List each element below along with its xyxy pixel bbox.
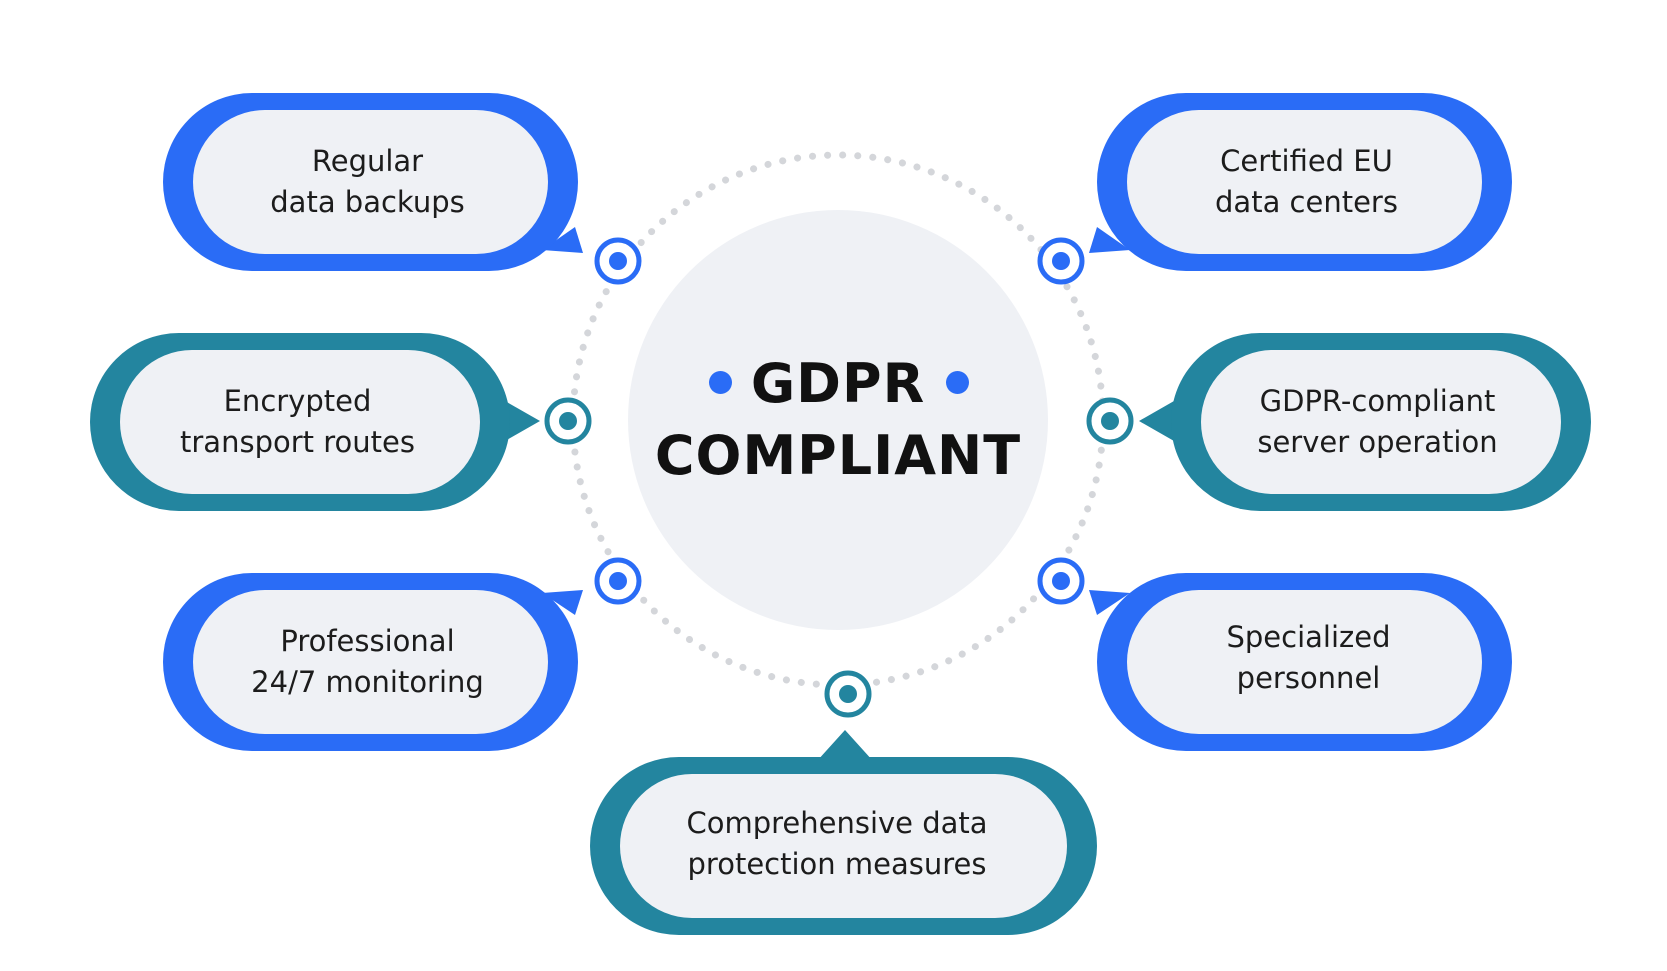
label-line: GDPR-compliant [1259, 384, 1496, 418]
label-gdpr-server: GDPR-compliant server operation [1200, 348, 1555, 496]
label-professional-monitoring: Professional 24/7 monitoring [190, 588, 545, 736]
label-line: Certified EU [1220, 144, 1393, 178]
center-title-line-1: GDPR [750, 352, 926, 415]
label-line: protection measures [687, 847, 987, 881]
node-regular-backups [163, 93, 642, 285]
center-dot-left [709, 371, 732, 394]
label-regular-backups: Regular data backups [190, 108, 545, 256]
label-data-protection: Comprehensive data protection measures [617, 770, 1057, 918]
bubble-tail [1139, 397, 1181, 445]
ring-marker-dot [1052, 252, 1070, 270]
node-professional-monitoring [163, 557, 642, 751]
label-encrypted-transport: Encrypted transport routes [120, 348, 475, 496]
ring-marker-dot [609, 572, 627, 590]
bubble-inner [1201, 350, 1561, 494]
label-line: transport routes [180, 425, 415, 459]
label-line: Encrypted [223, 384, 372, 418]
ring-marker-dot [1052, 572, 1070, 590]
label-line: Specialized [1226, 620, 1391, 654]
label-line: 24/7 monitoring [251, 665, 484, 699]
bubble-inner [1127, 590, 1482, 734]
bubble-inner [1127, 110, 1482, 254]
ring-marker-dot [609, 252, 627, 270]
ring-marker-dot [559, 412, 577, 430]
label-line: personnel [1236, 661, 1381, 695]
center-dot-right [946, 371, 969, 394]
node-encrypted-transport [90, 333, 592, 511]
ring-marker-dot [1101, 412, 1119, 430]
bubble-tail [542, 227, 583, 253]
bubble-inner [120, 350, 480, 494]
node-certified-eu [1037, 93, 1512, 285]
label-line: data backups [270, 185, 465, 219]
ring-marker-dot [839, 685, 857, 703]
label-line: Regular [311, 144, 424, 178]
center-disk [628, 210, 1048, 630]
label-specialized-personnel: Specialized personnel [1131, 584, 1486, 732]
bubble-tail [817, 730, 873, 761]
bubble-tail [1089, 227, 1130, 253]
label-line: Professional [280, 624, 455, 658]
label-certified-eu: Certified EU data centers [1129, 108, 1484, 256]
label-line: Comprehensive data [686, 806, 988, 840]
bubble-inner [620, 774, 1067, 918]
bubble-inner [193, 110, 548, 254]
nodes-layer [90, 93, 1591, 935]
bubble-tail [542, 590, 583, 615]
node-data-protection [590, 670, 1097, 935]
bubble-tail [1089, 590, 1130, 615]
center-title-line-2: COMPLIANT [654, 424, 1022, 487]
label-line: data centers [1215, 185, 1398, 219]
node-specialized-personnel [1037, 557, 1512, 751]
label-line: server operation [1257, 425, 1498, 459]
bubble-inner [193, 590, 548, 734]
node-gdpr-server [1086, 333, 1591, 511]
